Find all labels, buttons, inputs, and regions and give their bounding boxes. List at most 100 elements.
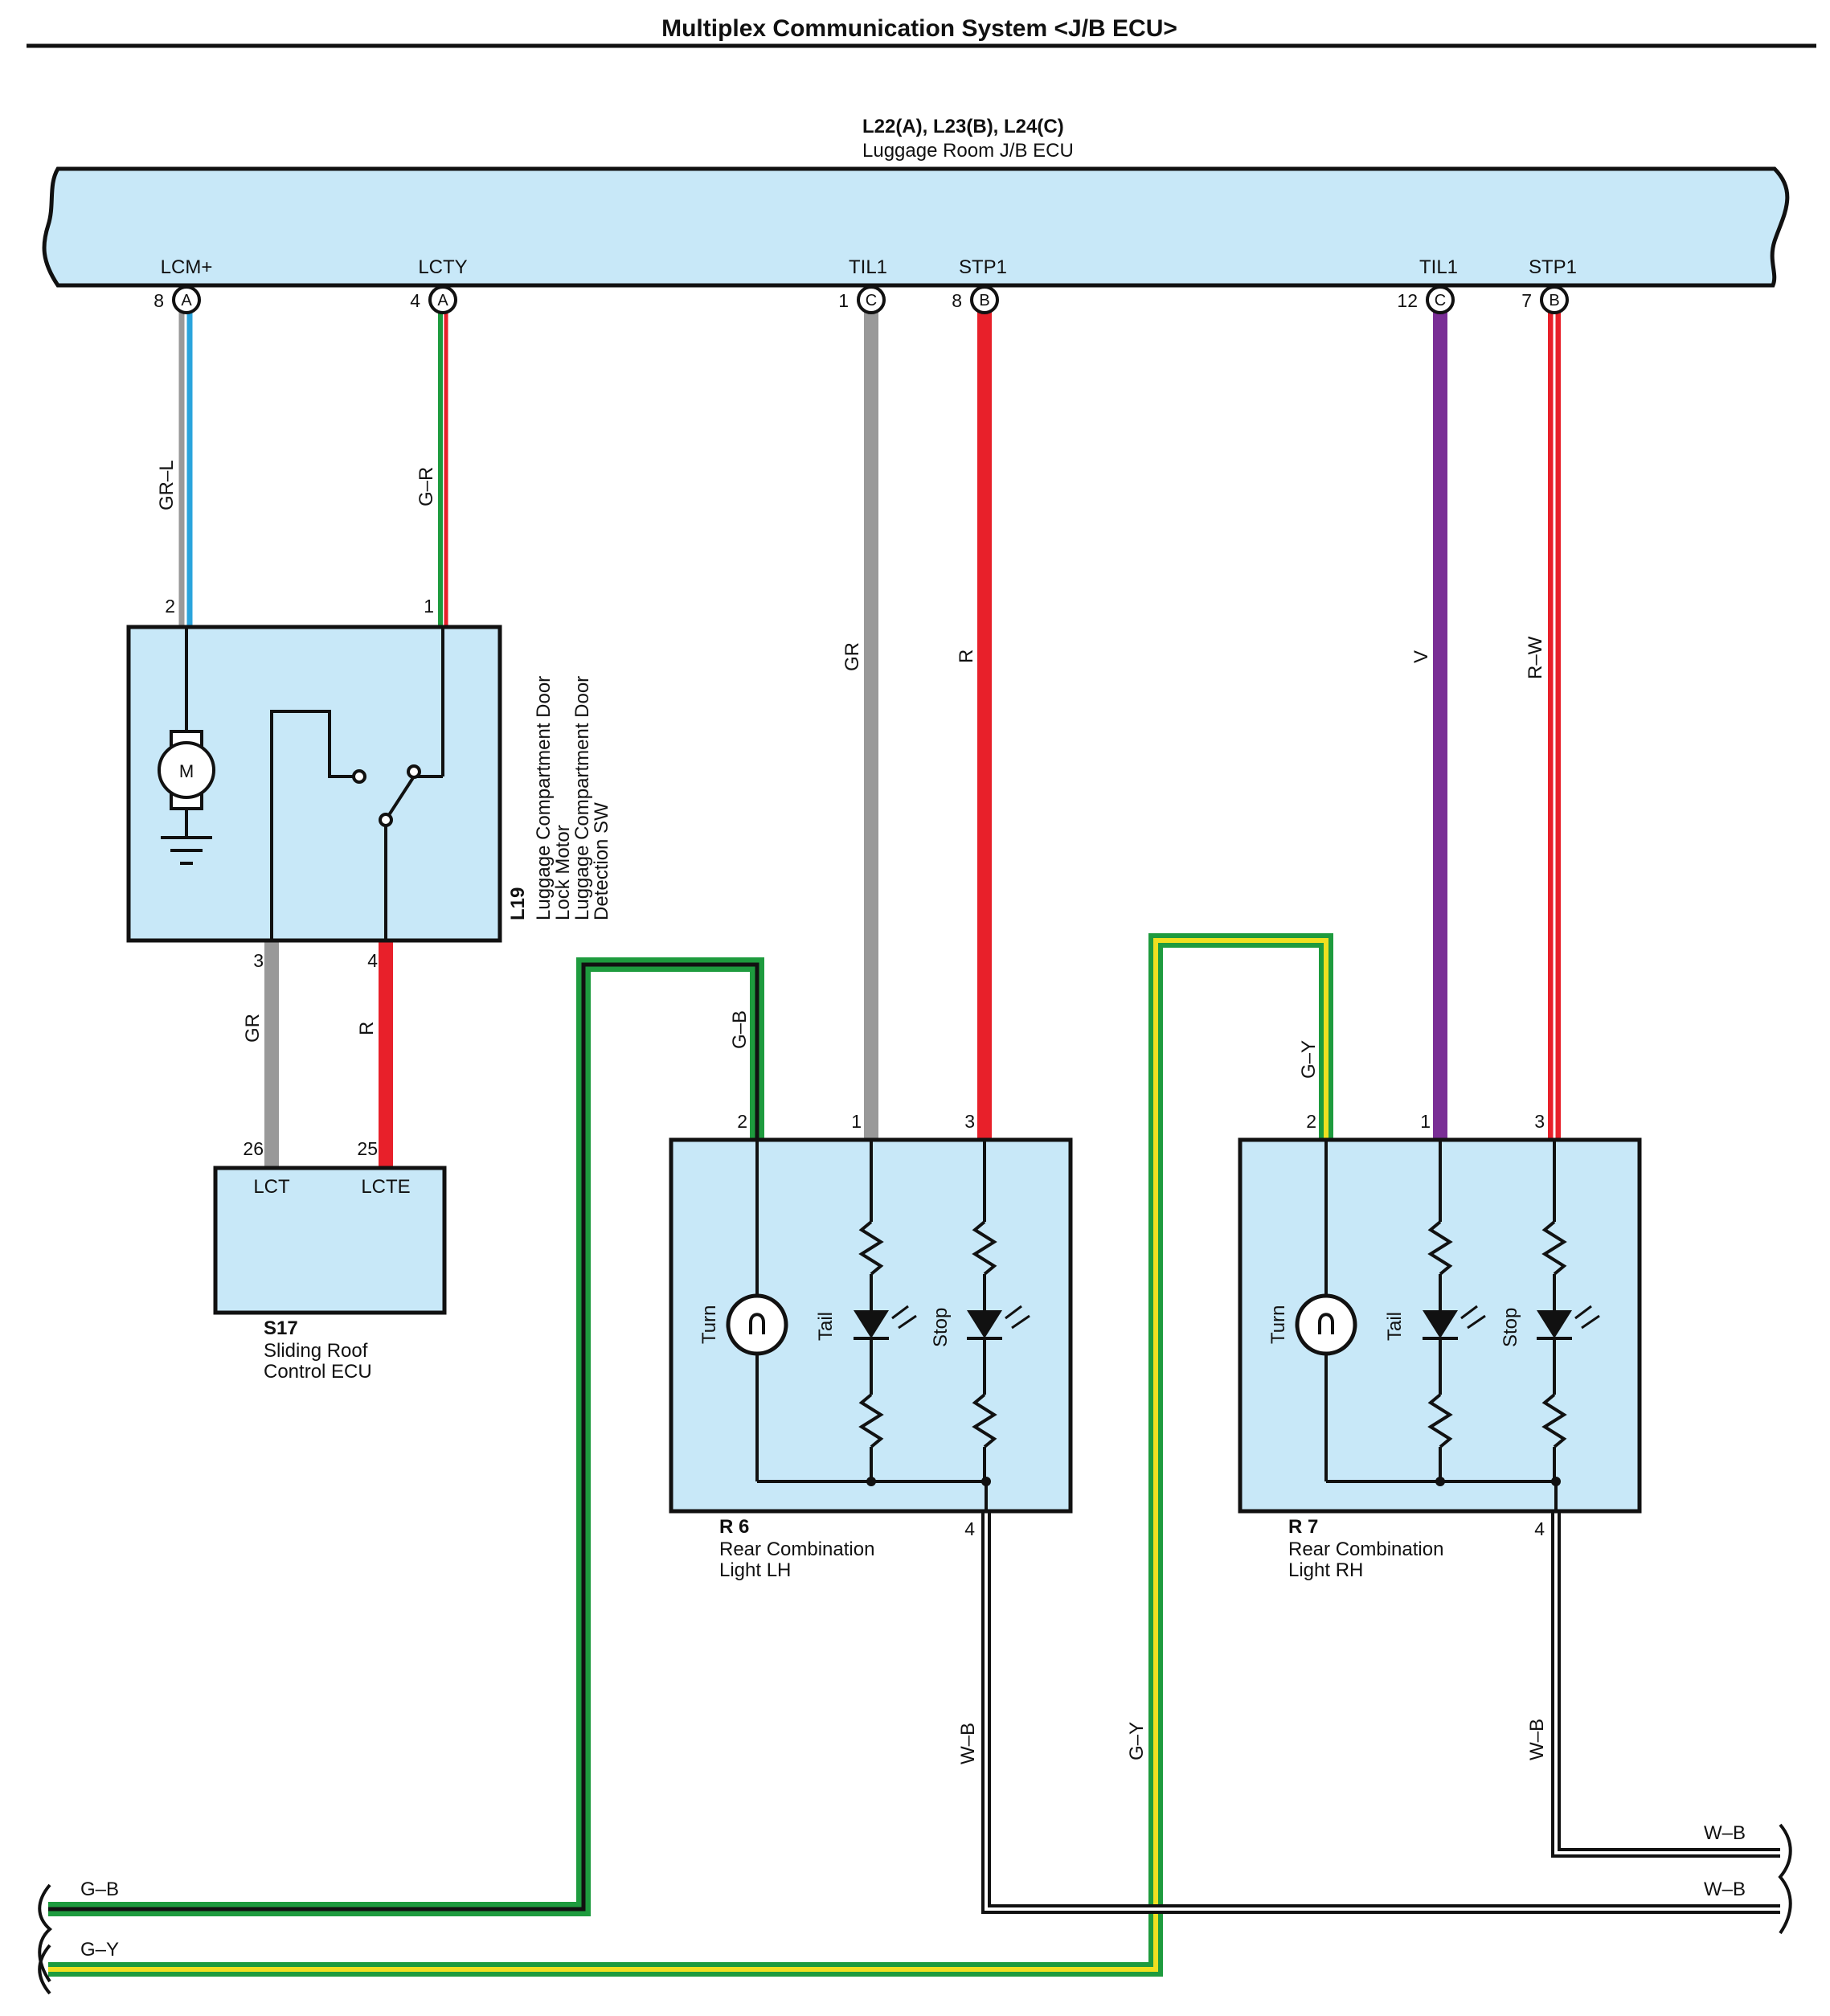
ecu-conn-letter-2: A <box>437 292 448 309</box>
switch-contact-3 <box>407 764 421 779</box>
r7-code: R 7 <box>1288 1516 1318 1538</box>
ecu-terminal-lcm: LCM+ <box>161 256 213 278</box>
ecu-terminal-til1-lh: TIL1 <box>849 256 887 278</box>
r6-pin-4: 4 <box>964 1518 975 1539</box>
r7-lamp-stop: Stop <box>1500 1308 1521 1347</box>
l19-code: L19 <box>507 887 529 920</box>
r7-pin-3: 3 <box>1534 1111 1545 1132</box>
l19-label: L19 Luggage Compartment Door Lock Motor … <box>507 676 612 920</box>
s17-terminal-lcte: LCTE <box>361 1176 410 1198</box>
l19-pin-4: 4 <box>367 950 378 971</box>
r7-junction-1 <box>1435 1477 1445 1486</box>
wire-label-r6-2: G–B <box>729 1010 751 1049</box>
ecu-conn-letter-1: A <box>181 292 192 309</box>
r7-lamp-tail: Tail <box>1384 1312 1406 1341</box>
r6-code: R 6 <box>719 1516 749 1538</box>
r6-junction-1 <box>866 1477 876 1486</box>
wire-label-lcty: G–R <box>416 467 437 506</box>
break-mark-right <box>1778 1823 1792 1935</box>
ecu-pin-3: 1 <box>838 290 849 311</box>
r7-tail-led-icon <box>1423 1305 1486 1340</box>
wire-r6-2 <box>48 957 764 1916</box>
wire-label-til1-lh: GR <box>841 642 863 671</box>
wire-label-r7-2: G–Y <box>1298 1040 1320 1079</box>
l19-pin-2: 2 <box>165 596 175 617</box>
r7-pin-4: 4 <box>1534 1518 1545 1539</box>
ecu-connectors <box>172 285 1569 314</box>
r7-lamp-turn: Turn <box>1267 1305 1289 1344</box>
r6-tail-led-icon <box>854 1305 917 1340</box>
ecu-bar <box>42 166 1790 288</box>
ecu-terminal-stp1-lh: STP1 <box>959 256 1007 278</box>
r6-lamp-tail: Tail <box>815 1312 837 1341</box>
break-mark-left-lower <box>38 1944 51 1995</box>
switch-contact-1 <box>352 769 366 784</box>
ecu-conn-letter-4: B <box>979 292 989 309</box>
r6-lamp-stop: Stop <box>930 1308 952 1347</box>
l19-name-4: Detection SW <box>591 802 612 920</box>
r6-pin-2: 2 <box>737 1111 747 1132</box>
ecu-terminal-stp1-rh: STP1 <box>1529 256 1577 278</box>
s17-pin-26: 26 <box>243 1138 264 1159</box>
wire-label-stp1-rh: R–W <box>1525 636 1546 679</box>
motor-icon <box>158 741 215 799</box>
r7-pin-2: 2 <box>1306 1111 1316 1132</box>
r6-turn-bulb-icon <box>726 1293 788 1356</box>
wire-label-right-wb2: W–B <box>1704 1879 1746 1900</box>
ecu-pin-1: 8 <box>154 290 164 311</box>
ecu-terminal-til1-rh: TIL1 <box>1419 256 1458 278</box>
wire-label-lcm: GR–L <box>156 460 178 510</box>
r6-name-1: Rear Combination <box>719 1539 874 1560</box>
ecu-pin-4: 8 <box>952 290 962 311</box>
ecu-code: L22(A), L23(B), L24(C) <box>862 116 1064 137</box>
s17-box <box>213 1166 447 1315</box>
wire-r6-2-stripe <box>48 962 759 1912</box>
wire-label-l19-3: GR <box>242 1014 264 1043</box>
wire-label-r6-4: W–B <box>957 1723 979 1764</box>
page-title: Multiplex Communication System <J/B ECU> <box>661 15 1177 42</box>
r6-lamp-turn: Turn <box>698 1305 720 1344</box>
r6-junction-2 <box>981 1477 991 1486</box>
ecu-pin-5: 12 <box>1397 290 1418 311</box>
s17-pin-25: 25 <box>357 1138 378 1159</box>
s17-name-2: Control ECU <box>264 1361 372 1383</box>
ecu-terminal-lcty: LCTY <box>418 256 467 278</box>
r7-name-2: Light RH <box>1288 1559 1363 1581</box>
ecu-conn-letter-3: C <box>866 292 877 309</box>
ecu-pin-6: 7 <box>1521 290 1532 311</box>
ecu-name: Luggage Room J/B ECU <box>862 140 1074 162</box>
l19-pin-1: 1 <box>424 596 434 617</box>
l19-name-3: Luggage Compartment Door <box>571 676 593 920</box>
r7-pin-1: 1 <box>1420 1111 1431 1132</box>
switch-contact-2 <box>379 813 393 827</box>
l19-name-2: Lock Motor <box>552 825 574 920</box>
l19-name-1: Luggage Compartment Door <box>533 676 555 920</box>
wire-label-bottom-gb: G–B <box>80 1879 119 1900</box>
motor-symbol: M <box>179 761 194 781</box>
r7-name-1: Rear Combination <box>1288 1539 1443 1560</box>
r7-junction-2 <box>1551 1477 1561 1486</box>
wire-label-r7-4: W–B <box>1526 1719 1548 1760</box>
r7-stop-led-icon <box>1537 1305 1600 1340</box>
ecu-pin-2: 4 <box>410 290 420 311</box>
r6-pin-3: 3 <box>964 1111 975 1132</box>
r7-turn-filament-icon <box>1318 1313 1334 1334</box>
l19-pin-3: 3 <box>253 950 264 971</box>
wire-label-stp1-lh: R <box>956 649 977 663</box>
wire-r6-4-stripe <box>985 1511 1780 1911</box>
wire-label-til1-rh: V <box>1410 650 1432 663</box>
wire-r7-4 <box>1551 1511 1780 1858</box>
s17-name-1: Sliding Roof <box>264 1340 368 1362</box>
wire-r7-4-stripe <box>1554 1511 1780 1854</box>
r6-pin-1: 1 <box>851 1111 862 1132</box>
r6-stop-led-icon <box>967 1305 1030 1340</box>
wire-label-bottom-gy: G–Y <box>80 1939 119 1961</box>
r6-turn-filament-icon <box>749 1313 765 1334</box>
l19-internal-circuit <box>161 627 444 940</box>
r6-name-2: Light LH <box>719 1559 791 1581</box>
s17-code: S17 <box>264 1317 298 1339</box>
ecu-conn-letter-6: B <box>1549 292 1559 309</box>
wire-label-gy-vertical: G–Y <box>1126 1722 1148 1760</box>
wire-r7-2-stripe <box>48 938 1328 1972</box>
